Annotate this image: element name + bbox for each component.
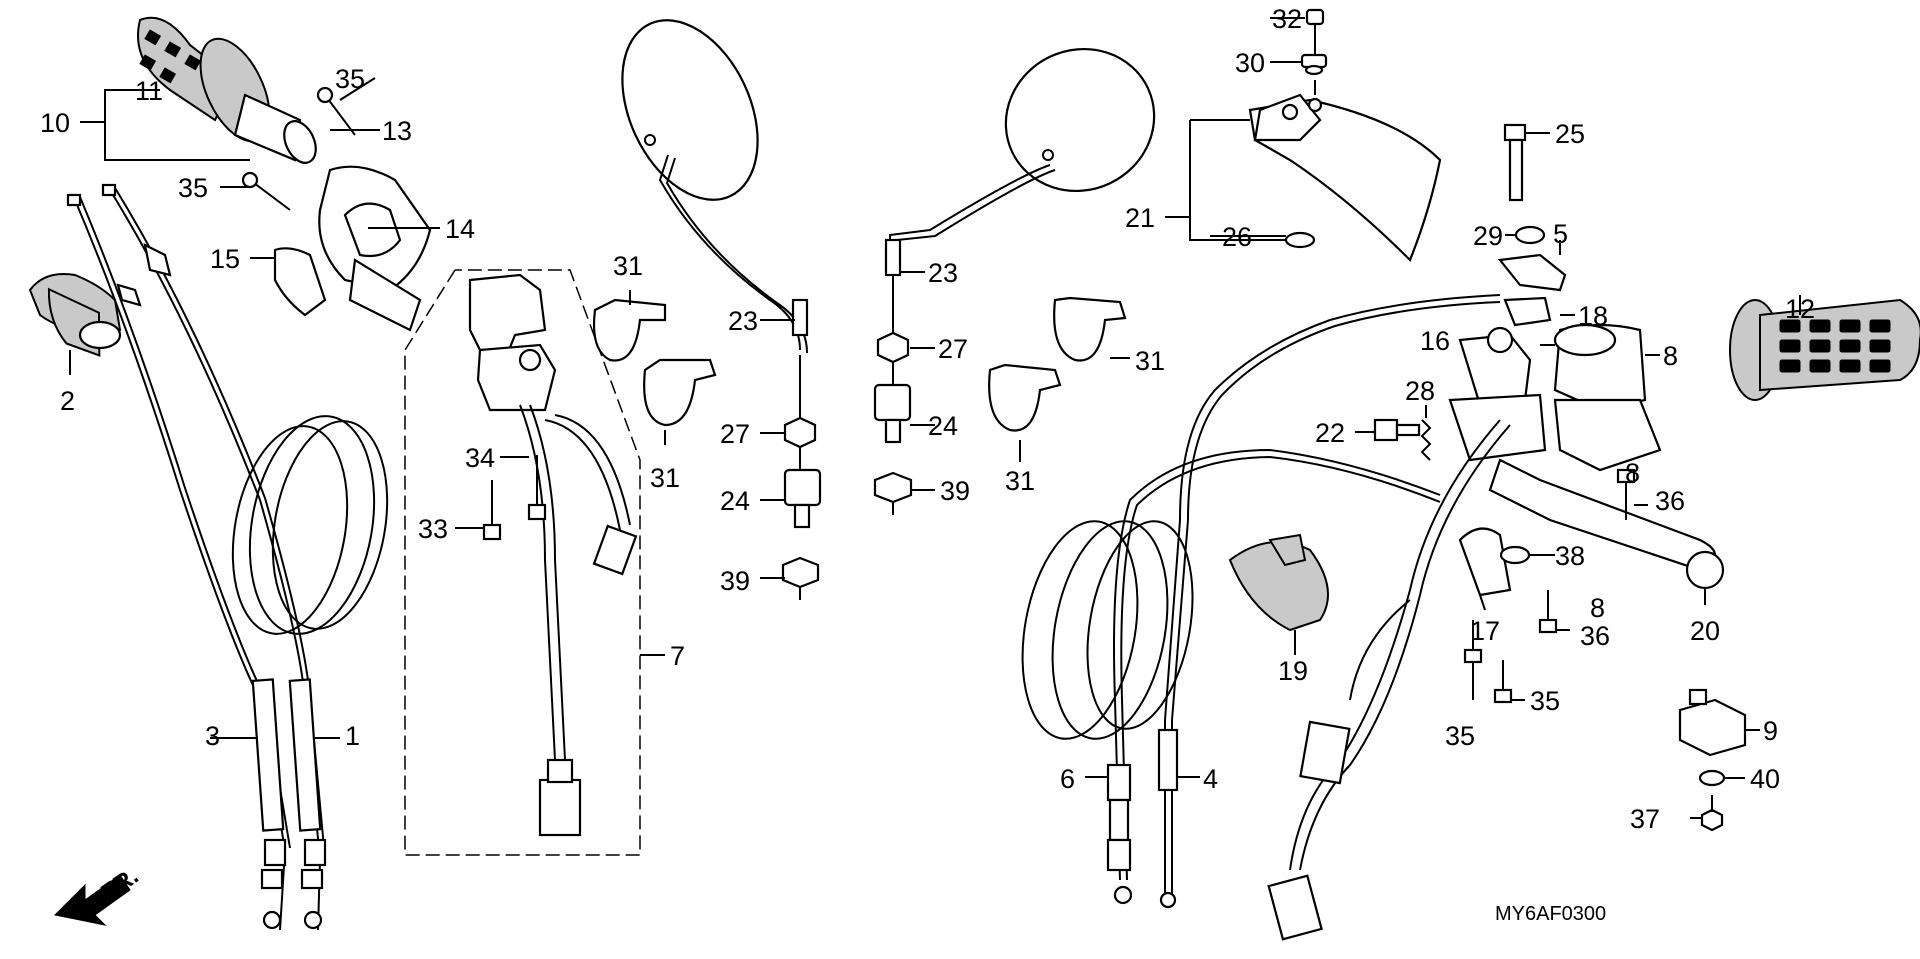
callout-label: 18 [1578,301,1608,331]
callout-label: 24 [720,486,750,516]
callout-label: 8 [1663,341,1678,371]
callout-label: 12 [1785,294,1815,324]
callout-label: 4 [1203,764,1218,794]
clutch-switch [1678,688,1760,832]
callout-label: 31 [1005,466,1035,496]
callout-label: 20 [1690,616,1720,646]
callout-label: 35 [178,173,208,203]
callout-label: 25 [1555,119,1585,149]
callout-label: 37 [1630,804,1660,834]
callout-label: 26 [1222,222,1252,252]
bands-31-right [988,296,1130,462]
callout-label: 7 [670,641,685,671]
callout-label: 8 [1625,458,1640,488]
callout-label: 40 [1750,764,1780,794]
hand-guard [1165,8,1442,262]
callout-label: 36 [1655,486,1685,516]
callout-label: 29 [1473,221,1503,251]
callout-label: 35 [335,64,365,94]
callout-label: 31 [1135,346,1165,376]
callout-label: 35 [1445,721,1475,751]
right-grip [1729,295,1920,401]
callout-label: 39 [940,476,970,506]
callout-label: 39 [720,566,750,596]
throttle-grip-rubber-2 [28,273,122,375]
bands-31-left [592,290,717,445]
callout-label: 14 [445,214,475,244]
callout-label: 6 [1060,764,1075,794]
callout-label: 28 [1405,376,1435,406]
callout-labels: 1 2 3 4 5 6 7 8 8 8 9 10 11 12 13 14 15 … [40,4,1815,834]
callout-label: 2 [60,386,75,416]
callout-label: 13 [382,116,412,146]
callout-label: 34 [465,443,495,473]
callout-label: 31 [613,251,643,281]
callout-label: 16 [1420,326,1450,356]
lever-hardware [1497,123,1575,327]
callout-label: 33 [418,514,448,544]
callout-label: 15 [210,244,240,274]
callout-label: 10 [40,108,70,138]
lever-boot [1228,533,1329,655]
clutch-lever-assembly [1448,323,1725,611]
callout-label: 35 [1530,686,1560,716]
callout-label: 31 [650,463,680,493]
switch-assembly-box [404,269,665,856]
callout-label: 17 [1470,616,1500,646]
callout-label: 24 [928,411,958,441]
callout-label: 8 [1590,593,1605,623]
callout-label: 27 [938,334,968,364]
throttle-cables [66,183,389,931]
clutch-and-switch-cables [1021,294,1511,941]
right-mirror [873,47,1156,515]
throttle-grip-assembly [80,16,440,332]
diagram-code: MY6AF0300 [1495,903,1606,925]
callout-label: 21 [1125,203,1155,233]
callout-label: 27 [720,419,750,449]
adjuster-spring [1355,405,1432,461]
callout-label: 23 [928,258,958,288]
callout-label: 3 [205,721,220,751]
callout-label: 22 [1315,418,1345,448]
callout-label: 36 [1580,621,1610,651]
callout-label: 5 [1553,219,1568,249]
screws-right [1463,468,1648,704]
callout-label: 30 [1235,48,1265,78]
callout-label: 9 [1763,716,1778,746]
left-mirror [621,19,822,600]
front-direction-arrow [53,874,131,926]
callout-label: 19 [1278,656,1308,686]
callout-label: 32 [1272,4,1302,34]
callout-label: 23 [728,306,758,336]
callout-label: 11 [135,76,163,106]
callout-label: 38 [1555,541,1585,571]
callout-label: 1 [345,721,360,751]
